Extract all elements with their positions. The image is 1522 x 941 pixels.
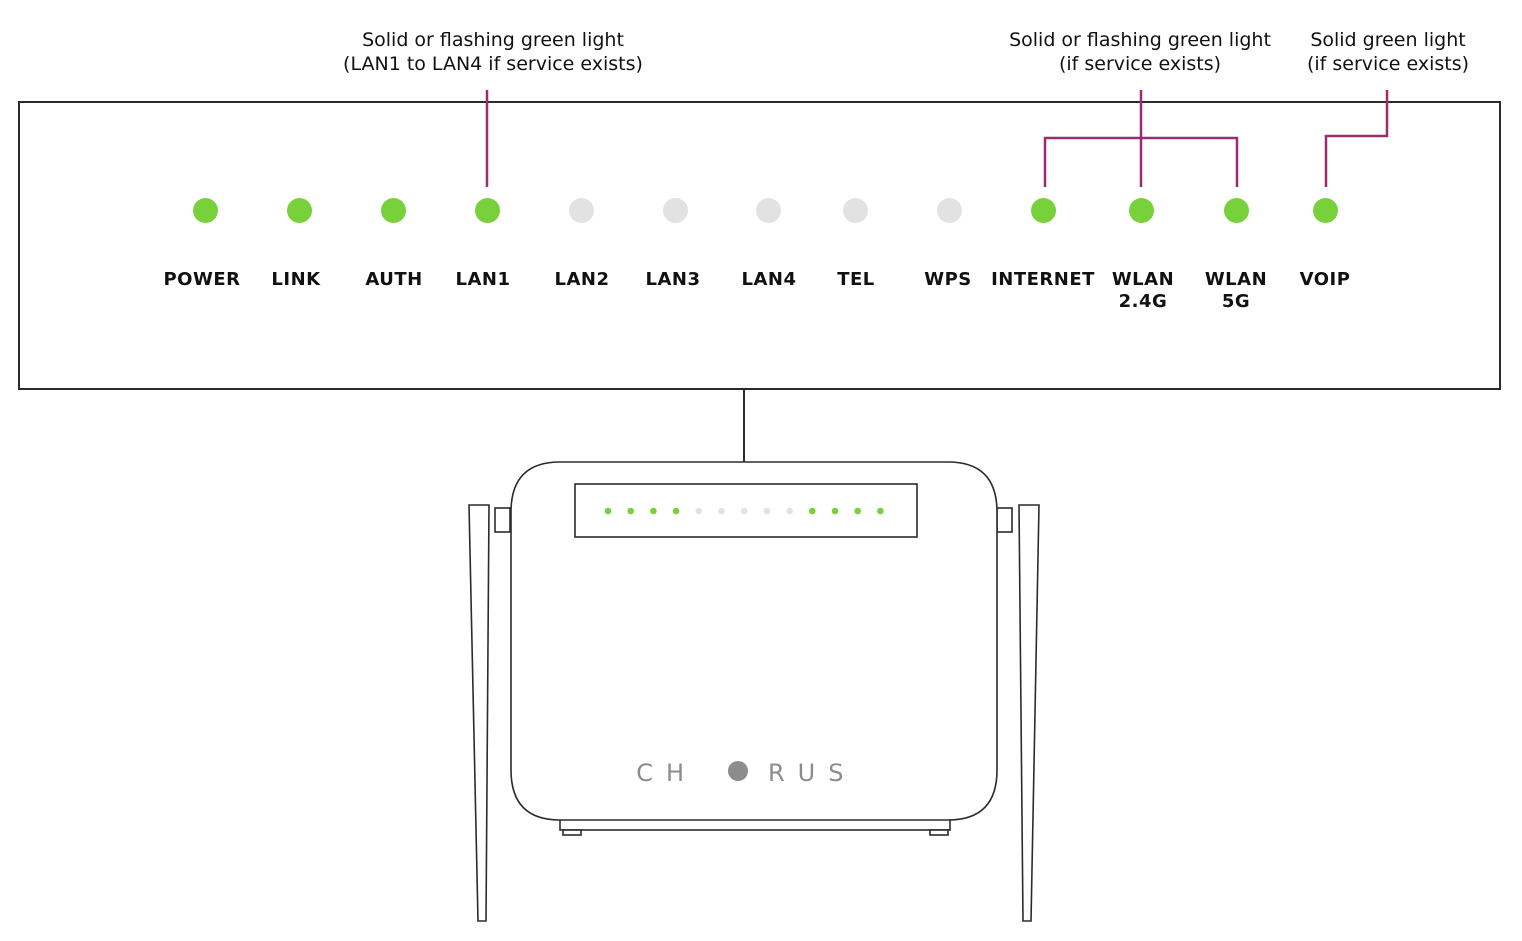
callout-internet-wlan-line1: Solid or flashing green light — [1009, 29, 1271, 51]
brand-text-right: RUS — [768, 759, 856, 787]
left-antenna-hinge — [494, 507, 511, 533]
router-mini-led — [854, 507, 861, 515]
led-internet — [1030, 198, 1056, 223]
router-mini-led — [786, 507, 793, 515]
led-label: TEL — [796, 269, 916, 291]
led-label: LAN3 — [613, 269, 733, 291]
router-mini-led — [695, 507, 703, 515]
router-mini-led — [763, 507, 771, 515]
router-mini-led — [604, 507, 612, 515]
led-label-text: WPS — [924, 269, 972, 290]
left-antenna — [468, 504, 490, 922]
led-label-text: LAN3 — [645, 269, 701, 290]
brand-text-left: CH — [636, 759, 697, 787]
led-label-text: INTERNET — [991, 269, 1095, 290]
led-wlan-5g — [1223, 198, 1249, 223]
led-label: POWER — [142, 269, 262, 291]
callout-voip-line1: Solid green light — [1310, 29, 1466, 51]
led-label-text: LAN2 — [554, 269, 610, 290]
callout-lan-line1: Solid or flashing green light — [362, 29, 624, 51]
led-label-text: TEL — [837, 269, 875, 290]
led-label-text: WLAN — [1204, 269, 1268, 290]
right-antenna — [1018, 504, 1040, 922]
led-label: VOIP — [1265, 269, 1385, 291]
led-label: LAN2 — [522, 269, 642, 291]
callout-lan: Solid or flashing green light (LAN1 to L… — [293, 28, 693, 76]
led-lan2 — [568, 198, 594, 223]
router-mini-led — [672, 507, 680, 515]
router-foot-right — [929, 829, 949, 836]
router-foot-left — [562, 829, 582, 836]
led-label-subtext: 2.4G — [1118, 291, 1168, 312]
leader-line-internet-wlan — [1043, 90, 1239, 187]
callout-internet-wlan: Solid or flashing green light (if servic… — [990, 28, 1290, 76]
led-label-text: LAN1 — [455, 269, 511, 290]
callout-voip: Solid green light (if service exists) — [1290, 28, 1486, 76]
led-wps — [936, 198, 962, 223]
led-label-subtext: 5G — [1221, 291, 1251, 312]
router-mini-led — [650, 507, 657, 515]
led-power — [192, 198, 218, 223]
led-label: LINK — [236, 269, 356, 291]
led-lan3 — [662, 198, 688, 223]
router-mini-led — [740, 507, 748, 515]
leader-line-voip — [1324, 90, 1389, 187]
led-label: LAN1 — [423, 269, 543, 291]
router-body — [510, 461, 998, 821]
callout-lan-line2: (LAN1 to LAN4 if service exists) — [343, 53, 643, 75]
led-wlan-2-4g — [1128, 198, 1154, 223]
router-mini-led — [877, 507, 884, 515]
led-panel-enlarged — [18, 101, 1501, 390]
led-label: AUTH — [334, 269, 454, 291]
led-tel — [842, 198, 868, 223]
led-label-text: VOIP — [1299, 269, 1351, 290]
router-mini-led — [627, 507, 634, 515]
led-lan1 — [474, 198, 500, 223]
router-mini-led — [718, 507, 725, 515]
led-auth — [380, 198, 406, 223]
led-label: WPS — [888, 269, 1008, 291]
router-mini-led — [831, 507, 839, 515]
callout-internet-wlan-line2: (if service exists) — [1058, 53, 1222, 75]
led-label-text: LAN4 — [741, 269, 797, 290]
led-label-text: POWER — [163, 269, 241, 290]
right-antenna-hinge — [996, 507, 1013, 533]
callout-voip-line2: (if service exists) — [1306, 53, 1470, 75]
led-label: INTERNET — [983, 269, 1103, 291]
led-link — [286, 198, 312, 223]
led-voip — [1312, 198, 1338, 223]
brand-o-dot — [728, 761, 748, 781]
brand-logo: CH RUS — [636, 759, 856, 787]
router-mini-led — [809, 507, 816, 515]
led-lan4 — [755, 198, 781, 223]
led-label: LAN4 — [709, 269, 829, 291]
led-label-text: WLAN — [1111, 269, 1175, 290]
led-label-text: LINK — [271, 269, 321, 290]
led-label-text: AUTH — [365, 269, 423, 290]
